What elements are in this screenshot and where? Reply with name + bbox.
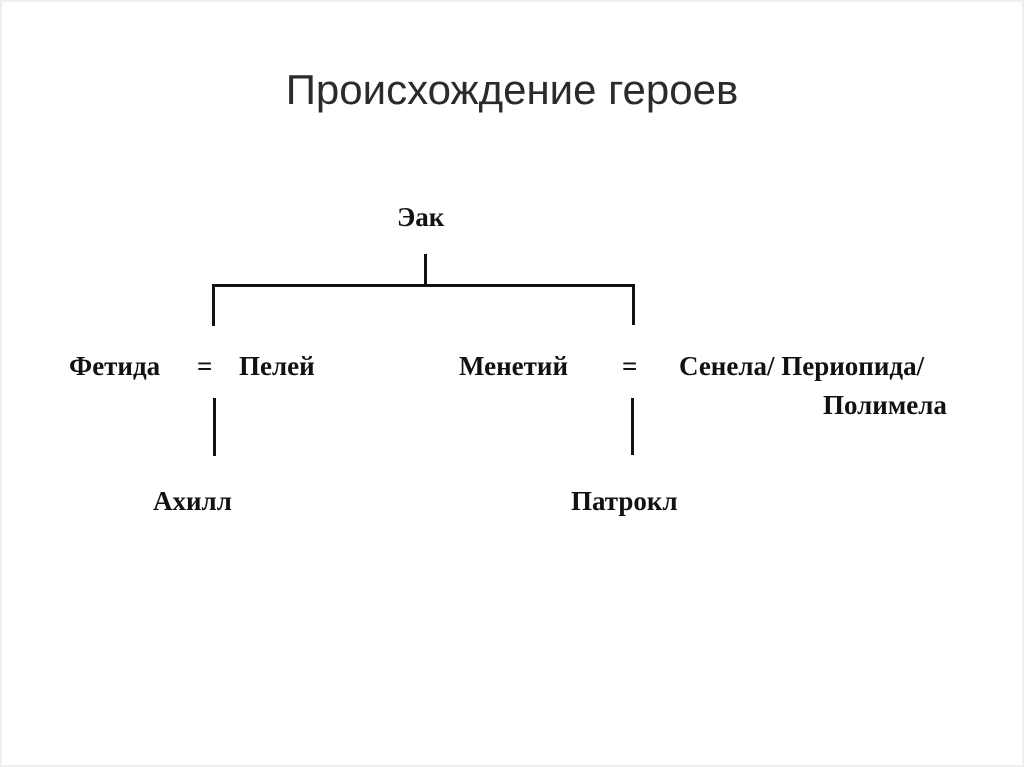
node-patroclus: Патрокл [571,486,678,516]
node-wives-line2: Полимела [823,390,947,420]
connector-left-elbow [212,286,215,326]
node-achilles: Ахилл [153,486,232,516]
marriage-equals-left: = [197,351,213,381]
connector-left-child-line [213,398,216,456]
node-thetis: Фетида [69,351,161,381]
node-aeacus: Эак [397,202,445,232]
connector-horizontal-bar [212,284,635,287]
connector-right-child-line [631,398,634,455]
node-peleus: Пелей [239,351,315,381]
slide-title: Происхождение героев [285,66,739,113]
node-wives-line1: Сенела/ Периопида/ [679,351,925,381]
node-menoetius: Менетий [459,351,569,381]
marriage-equals-right: = [622,351,638,381]
connector-root-stem [424,254,427,285]
connector-right-elbow [632,286,635,325]
